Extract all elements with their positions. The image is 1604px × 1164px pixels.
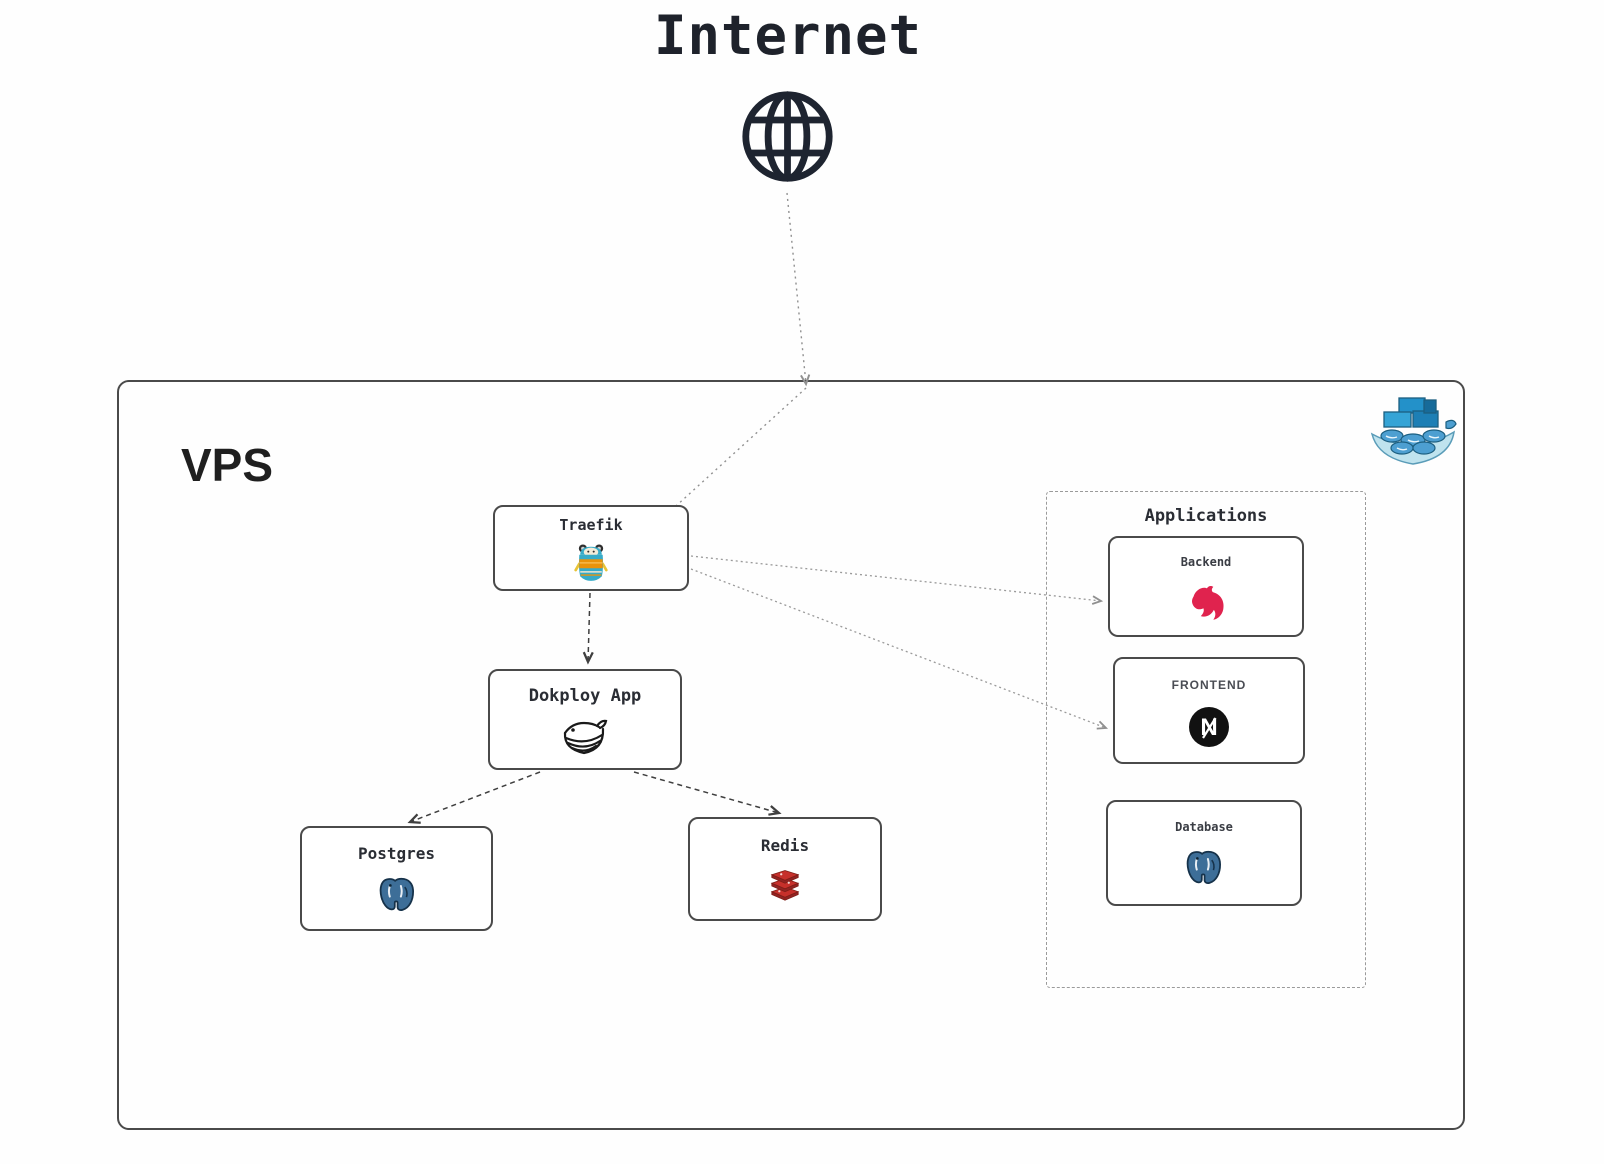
node-dokploy: Dokploy App (488, 669, 682, 770)
docker-whale-illustration (1366, 392, 1460, 470)
vps-label: VPS (181, 439, 274, 491)
node-backend-label: Backend (1180, 555, 1232, 569)
redis-stack-icon (766, 855, 804, 919)
edge-dokploy-postgres (407, 771, 541, 824)
dokploy-whale-icon (560, 706, 610, 768)
node-frontend: FRONTEND N (1113, 657, 1305, 764)
nextjs-icon: N (1187, 692, 1231, 762)
internet-title: Internet (653, 4, 923, 67)
edge-vps-traefik (675, 387, 807, 507)
node-backend: Backend (1108, 536, 1304, 637)
traefik-mascot-icon (573, 534, 609, 589)
node-traefik-label: Traefik (559, 516, 623, 534)
node-traefik: Traefik (493, 505, 689, 591)
edge-traefik-dokploy (582, 592, 594, 665)
node-redis-label: Redis (760, 836, 810, 855)
edge-traefik-frontend (690, 568, 1109, 730)
node-postgres-label: Postgres (357, 844, 436, 863)
node-frontend-label: FRONTEND (1171, 678, 1247, 692)
applications-container: Applications Backend FRONTEND N (1046, 491, 1366, 988)
applications-title: Applications (1144, 506, 1268, 526)
node-database: Database (1106, 800, 1302, 906)
node-dokploy-label: Dokploy App (528, 686, 642, 706)
node-redis: Redis (688, 817, 882, 921)
node-database-label: Database (1175, 820, 1233, 834)
edge-internet-vps (786, 192, 811, 387)
nestjs-icon (1183, 569, 1229, 635)
node-postgres: Postgres (300, 826, 493, 931)
postgresql-elephant-icon (377, 863, 417, 929)
vps-container (117, 380, 1465, 1130)
edge-traefik-backend (690, 555, 1104, 605)
globe-icon (739, 88, 836, 185)
postgresql-elephant-icon (1184, 834, 1224, 904)
edge-dokploy-redis (633, 771, 782, 816)
